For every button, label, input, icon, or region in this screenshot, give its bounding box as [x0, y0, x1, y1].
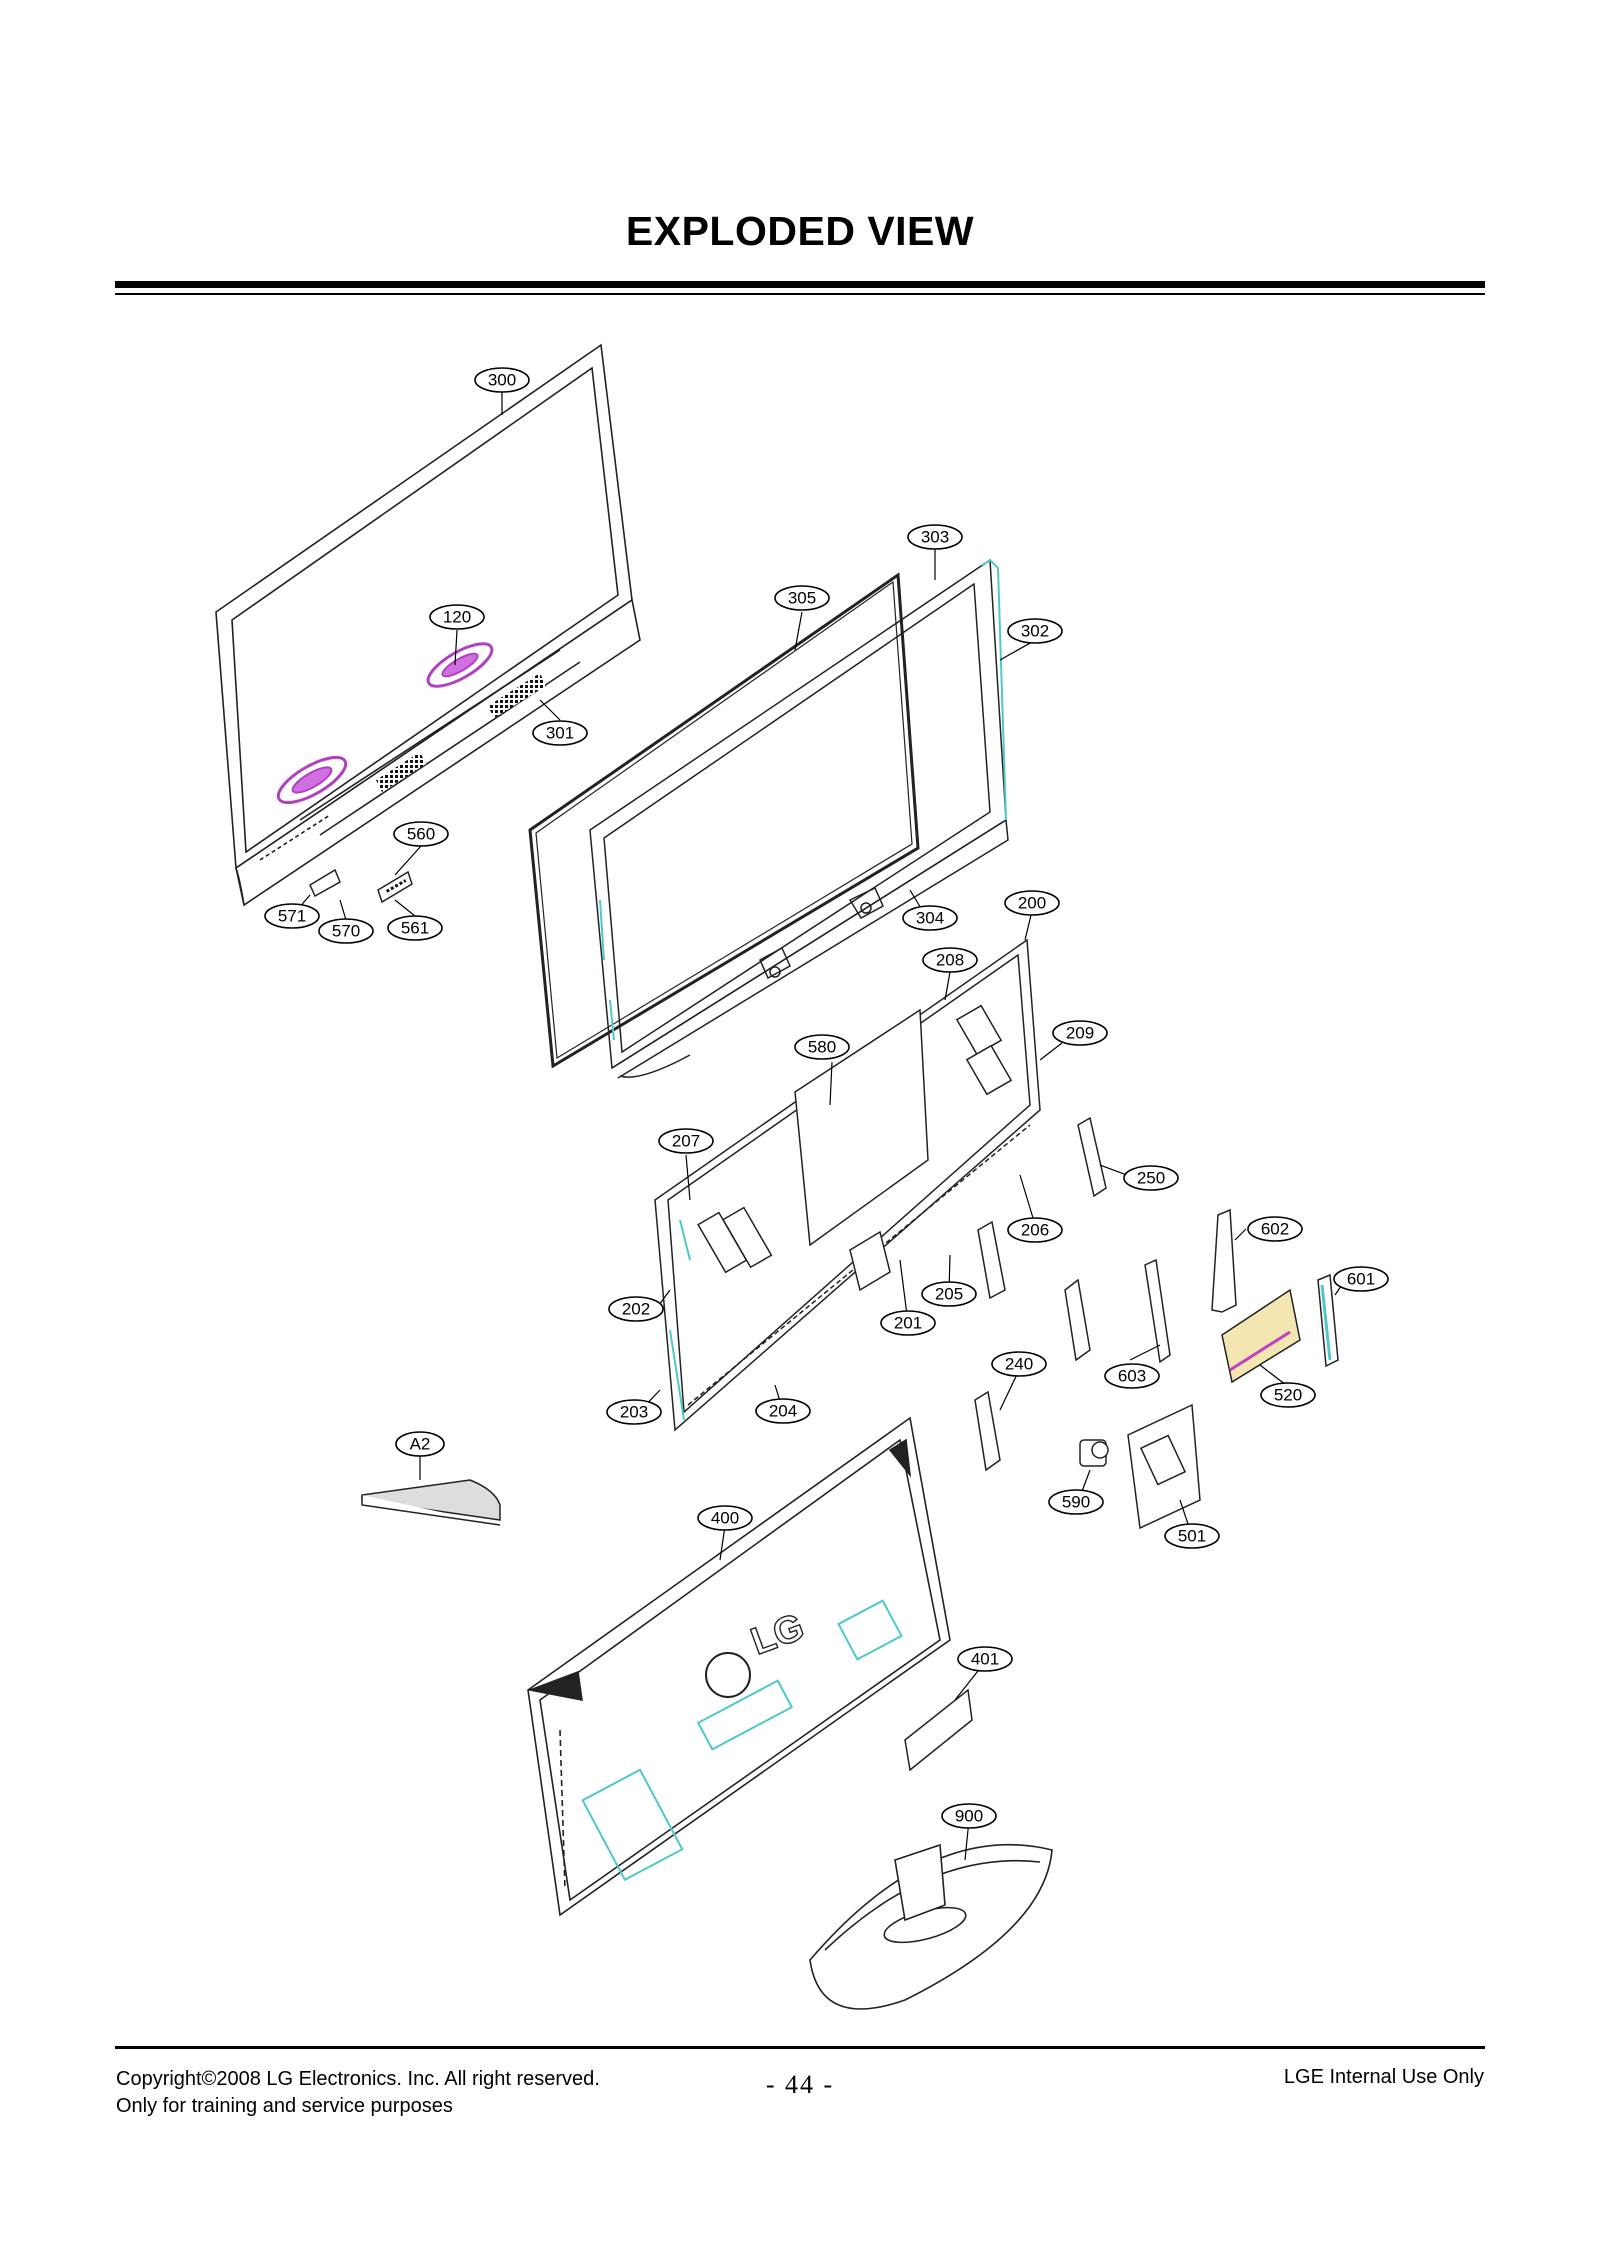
glass-panel [528, 572, 920, 1069]
bracket-250 [1077, 1116, 1107, 1198]
svg-text:302: 302 [1021, 622, 1049, 641]
callout-303[interactable]: 303 [907, 524, 963, 550]
jack-590 [1079, 1439, 1109, 1467]
ir-board [309, 868, 413, 904]
svg-text:208: 208 [936, 951, 964, 970]
callout-204[interactable]: 204 [755, 1398, 811, 1424]
footer-copyright: Copyright©2008 LG Electronics. Inc. All … [116, 2068, 600, 2090]
callout-300[interactable]: 300 [474, 367, 530, 393]
callout-207[interactable]: 207 [658, 1128, 714, 1154]
svg-text:206: 206 [1021, 1221, 1049, 1240]
back-chassis [654, 938, 1041, 1432]
footer-rule [115, 2046, 1485, 2049]
svg-text:209: 209 [1066, 1024, 1094, 1043]
svg-text:200: 200 [1018, 894, 1046, 913]
callout-200[interactable]: 200 [1004, 890, 1060, 916]
svg-text:203: 203 [620, 1403, 648, 1422]
stand-neck [361, 1479, 501, 1526]
svg-text:303: 303 [921, 528, 949, 547]
title-rule-thin [115, 293, 1485, 295]
callout-900[interactable]: 900 [941, 1803, 997, 1829]
title-rule-thick [115, 281, 1485, 288]
footer-left: Copyright©2008 LG Electronics. Inc. All … [116, 2066, 600, 2120]
callout-520[interactable]: 520 [1260, 1382, 1316, 1408]
rear-cover [527, 1416, 951, 1917]
svg-text:240: 240 [1005, 1355, 1033, 1374]
svg-text:207: 207 [672, 1132, 700, 1151]
bracket-603 [1144, 1258, 1171, 1364]
bracket-near-603 [1064, 1278, 1091, 1362]
svg-text:301: 301 [546, 724, 574, 743]
callout-301[interactable]: 301 [532, 720, 588, 746]
page-title: EXPLODED VIEW [625, 208, 975, 254]
svg-text:401: 401 [971, 1650, 999, 1669]
callout-203[interactable]: 203 [606, 1399, 662, 1425]
footer-internal: LGE Internal Use Only [1283, 2066, 1484, 2088]
av-bracket-501 [1127, 1403, 1201, 1530]
callout-304[interactable]: 304 [902, 905, 958, 931]
svg-text:571: 571 [278, 907, 306, 926]
stand-base [809, 1843, 1053, 2010]
svg-text:570: 570 [332, 922, 360, 941]
bracket-240 [974, 1390, 1001, 1472]
board-601 [1317, 1273, 1339, 1368]
callout-240[interactable]: 240 [991, 1351, 1047, 1377]
svg-text:300: 300 [488, 371, 516, 390]
callout-400[interactable]: 400 [697, 1505, 753, 1531]
svg-text:201: 201 [894, 1314, 922, 1333]
callout-209[interactable]: 209 [1052, 1020, 1108, 1046]
callout-202[interactable]: 202 [608, 1296, 664, 1322]
callout-560[interactable]: 560 [393, 821, 449, 847]
svg-text:204: 204 [769, 1402, 797, 1421]
callout-571[interactable]: 571 [264, 903, 320, 929]
callout-305[interactable]: 305 [774, 585, 830, 611]
page-number: - 44 - [765, 2070, 835, 2099]
svg-text:590: 590 [1062, 1493, 1090, 1512]
svg-text:120: 120 [443, 608, 471, 627]
svg-text:601: 601 [1347, 1270, 1375, 1289]
svg-text:305: 305 [788, 589, 816, 608]
speaker-right [426, 642, 494, 688]
callout-208[interactable]: 208 [922, 947, 978, 973]
svg-text:603: 603 [1118, 1367, 1146, 1386]
front-bezel [215, 343, 641, 907]
callout-120[interactable]: 120 [429, 604, 485, 630]
svg-text:A2: A2 [410, 1435, 431, 1454]
callout-302[interactable]: 302 [1007, 618, 1063, 644]
svg-text:520: 520 [1274, 1386, 1302, 1405]
svg-text:205: 205 [935, 1285, 963, 1304]
callout-401[interactable]: 401 [957, 1646, 1013, 1672]
callout-501[interactable]: 501 [1164, 1523, 1220, 1549]
svg-text:602: 602 [1261, 1220, 1289, 1239]
callout-250[interactable]: 250 [1123, 1165, 1179, 1191]
callout-601[interactable]: 601 [1333, 1266, 1389, 1292]
callout-205[interactable]: 205 [921, 1281, 977, 1307]
bracket-206 [977, 1220, 1006, 1300]
svg-text:400: 400 [711, 1509, 739, 1528]
callout-201[interactable]: 201 [880, 1310, 936, 1336]
svg-text:580: 580 [808, 1038, 836, 1057]
svg-text:561: 561 [401, 919, 429, 938]
svg-text:304: 304 [916, 909, 944, 928]
callout-602[interactable]: 602 [1247, 1216, 1303, 1242]
board-520 [1221, 1288, 1301, 1384]
footer-purpose: Only for training and service purposes [116, 2095, 453, 2117]
svg-text:900: 900 [955, 1807, 983, 1826]
bracket-602 [1211, 1208, 1237, 1313]
callout-206[interactable]: 206 [1007, 1217, 1063, 1243]
speaker-left [276, 755, 348, 805]
svg-text:560: 560 [407, 825, 435, 844]
callout-603[interactable]: 603 [1104, 1363, 1160, 1389]
callout-570[interactable]: 570 [318, 918, 374, 944]
callout-590[interactable]: 590 [1048, 1489, 1104, 1515]
callout-580[interactable]: 580 [794, 1034, 850, 1060]
callout-561[interactable]: 561 [387, 915, 443, 941]
svg-text:250: 250 [1137, 1169, 1165, 1188]
inner-frame [589, 558, 1009, 1079]
svg-text:501: 501 [1178, 1527, 1206, 1546]
callout-A2[interactable]: A2 [395, 1431, 445, 1457]
svg-text:202: 202 [622, 1300, 650, 1319]
label-401 [904, 1688, 973, 1772]
